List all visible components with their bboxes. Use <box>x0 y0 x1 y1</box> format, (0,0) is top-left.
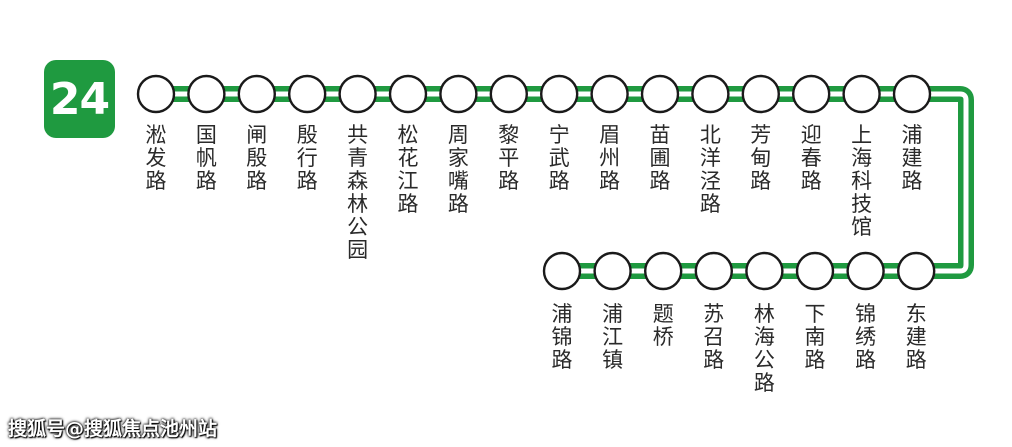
station-marker <box>388 74 428 114</box>
station-label: 迎春路 <box>800 123 822 193</box>
station-marker <box>644 251 683 291</box>
station-marker <box>338 74 377 114</box>
station-label: 北洋泾路 <box>699 123 721 216</box>
station-label: 题桥 <box>652 302 674 349</box>
station-label: 锦绣路 <box>855 302 877 372</box>
station-label: 国帆路 <box>195 123 217 193</box>
station-label: 苏召路 <box>703 302 725 372</box>
station-marker <box>590 74 629 114</box>
station-label: 周家嘴路 <box>447 123 469 216</box>
station-marker <box>741 74 780 114</box>
station-label: 闸殷路 <box>246 123 268 193</box>
station-marker <box>691 74 730 114</box>
station-label: 淞发路 <box>145 123 167 193</box>
station-marker <box>542 251 582 291</box>
station-marker <box>187 74 226 114</box>
station-label: 林海公路 <box>753 302 775 395</box>
station-label: 共青森林公园 <box>347 123 369 262</box>
line-number-badge: 24 <box>44 60 115 138</box>
station-label: 松花江路 <box>397 123 419 216</box>
station-label: 浦锦路 <box>551 302 573 372</box>
station-marker <box>593 251 632 291</box>
track-segment <box>156 91 969 274</box>
station-marker <box>694 251 733 291</box>
station-label: 浦建路 <box>901 123 923 193</box>
station-marker <box>489 74 528 114</box>
station-marker <box>795 251 835 291</box>
station-label: 东建路 <box>905 302 927 372</box>
station-markers <box>136 74 936 291</box>
station-marker <box>640 74 680 114</box>
station-marker <box>842 74 881 114</box>
station-marker <box>439 74 478 114</box>
station-label: 宁武路 <box>548 123 570 193</box>
station-marker <box>288 74 327 114</box>
watermark-text: 搜狐号@搜狐焦点池州站 <box>8 418 218 440</box>
station-marker <box>846 251 885 291</box>
station-marker <box>136 74 176 114</box>
station-label: 上海科技馆 <box>851 123 873 239</box>
station-label: 黎平路 <box>498 123 520 193</box>
station-marker <box>237 74 276 114</box>
station-label: 苗圃路 <box>649 123 671 193</box>
line-number: 24 <box>49 73 110 125</box>
station-marker <box>892 74 932 114</box>
station-label: 芳甸路 <box>750 123 772 193</box>
track-line <box>156 86 974 279</box>
station-label: 下南路 <box>804 302 826 372</box>
station-label: 眉州路 <box>599 123 621 193</box>
station-marker <box>897 251 936 291</box>
station-marker <box>540 74 579 114</box>
station-label: 殷行路 <box>296 123 318 193</box>
station-marker <box>745 251 784 291</box>
station-label: 浦江镇 <box>602 302 624 372</box>
station-marker <box>792 74 831 114</box>
